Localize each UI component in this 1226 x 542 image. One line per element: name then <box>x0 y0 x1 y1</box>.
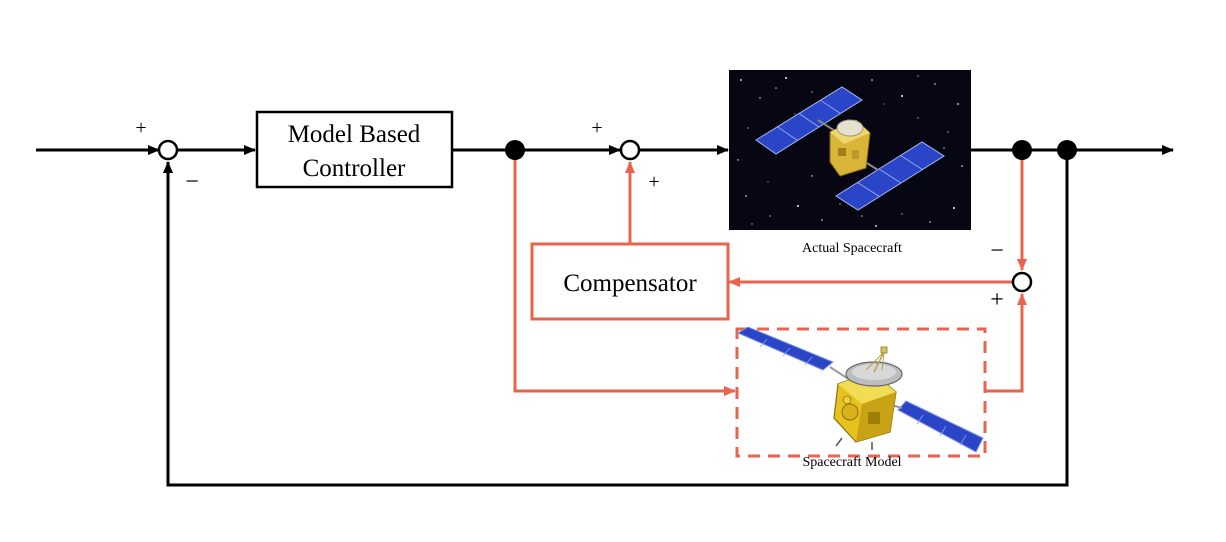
summing-junction-2 <box>619 139 641 161</box>
compensator-block: Compensator <box>530 242 730 321</box>
model-right-solar-panel <box>897 400 984 453</box>
adaptive-loop-lines <box>513 150 1027 396</box>
actual-spacecraft-image <box>729 70 971 230</box>
sum1-plus-sign: + <box>135 117 146 139</box>
sum2-plus-sign-top: + <box>591 117 602 139</box>
controller-block: Model Based Controller <box>255 110 454 189</box>
model-to-sum3-line <box>985 293 1027 393</box>
model-left-solar-panel <box>736 326 834 371</box>
actual-spacecraft-caption: Actual Spacecraft <box>802 241 902 256</box>
spacecraft-model-image <box>736 326 984 453</box>
compensator-label: Compensator <box>563 270 697 297</box>
spacecraft-model-frame <box>735 327 987 458</box>
sum3-plus-sign: + <box>990 287 1004 313</box>
upper-solar-panel <box>755 86 863 155</box>
control-to-model-line <box>513 150 736 396</box>
spacecraft-model-caption: Spacecraft Model <box>802 455 901 470</box>
sum3-minus-sign: − <box>990 238 1004 264</box>
summing-junction-1 <box>157 139 179 161</box>
controller-label-line2: Controller <box>303 155 406 182</box>
pickoff-control-dot <box>505 140 525 160</box>
actual-spacecraft-body <box>829 119 871 177</box>
sum2-plus-sign-bottom: + <box>648 171 659 193</box>
sum1-minus-sign: − <box>185 169 199 195</box>
summing-junction-3 <box>1011 271 1033 293</box>
feedback-line <box>163 150 1069 487</box>
pickoff-output-dot-1 <box>1012 140 1032 160</box>
pickoff-output-dot-2 <box>1057 140 1077 160</box>
controller-label-line1: Model Based <box>288 121 421 148</box>
lower-solar-panel <box>835 141 945 211</box>
